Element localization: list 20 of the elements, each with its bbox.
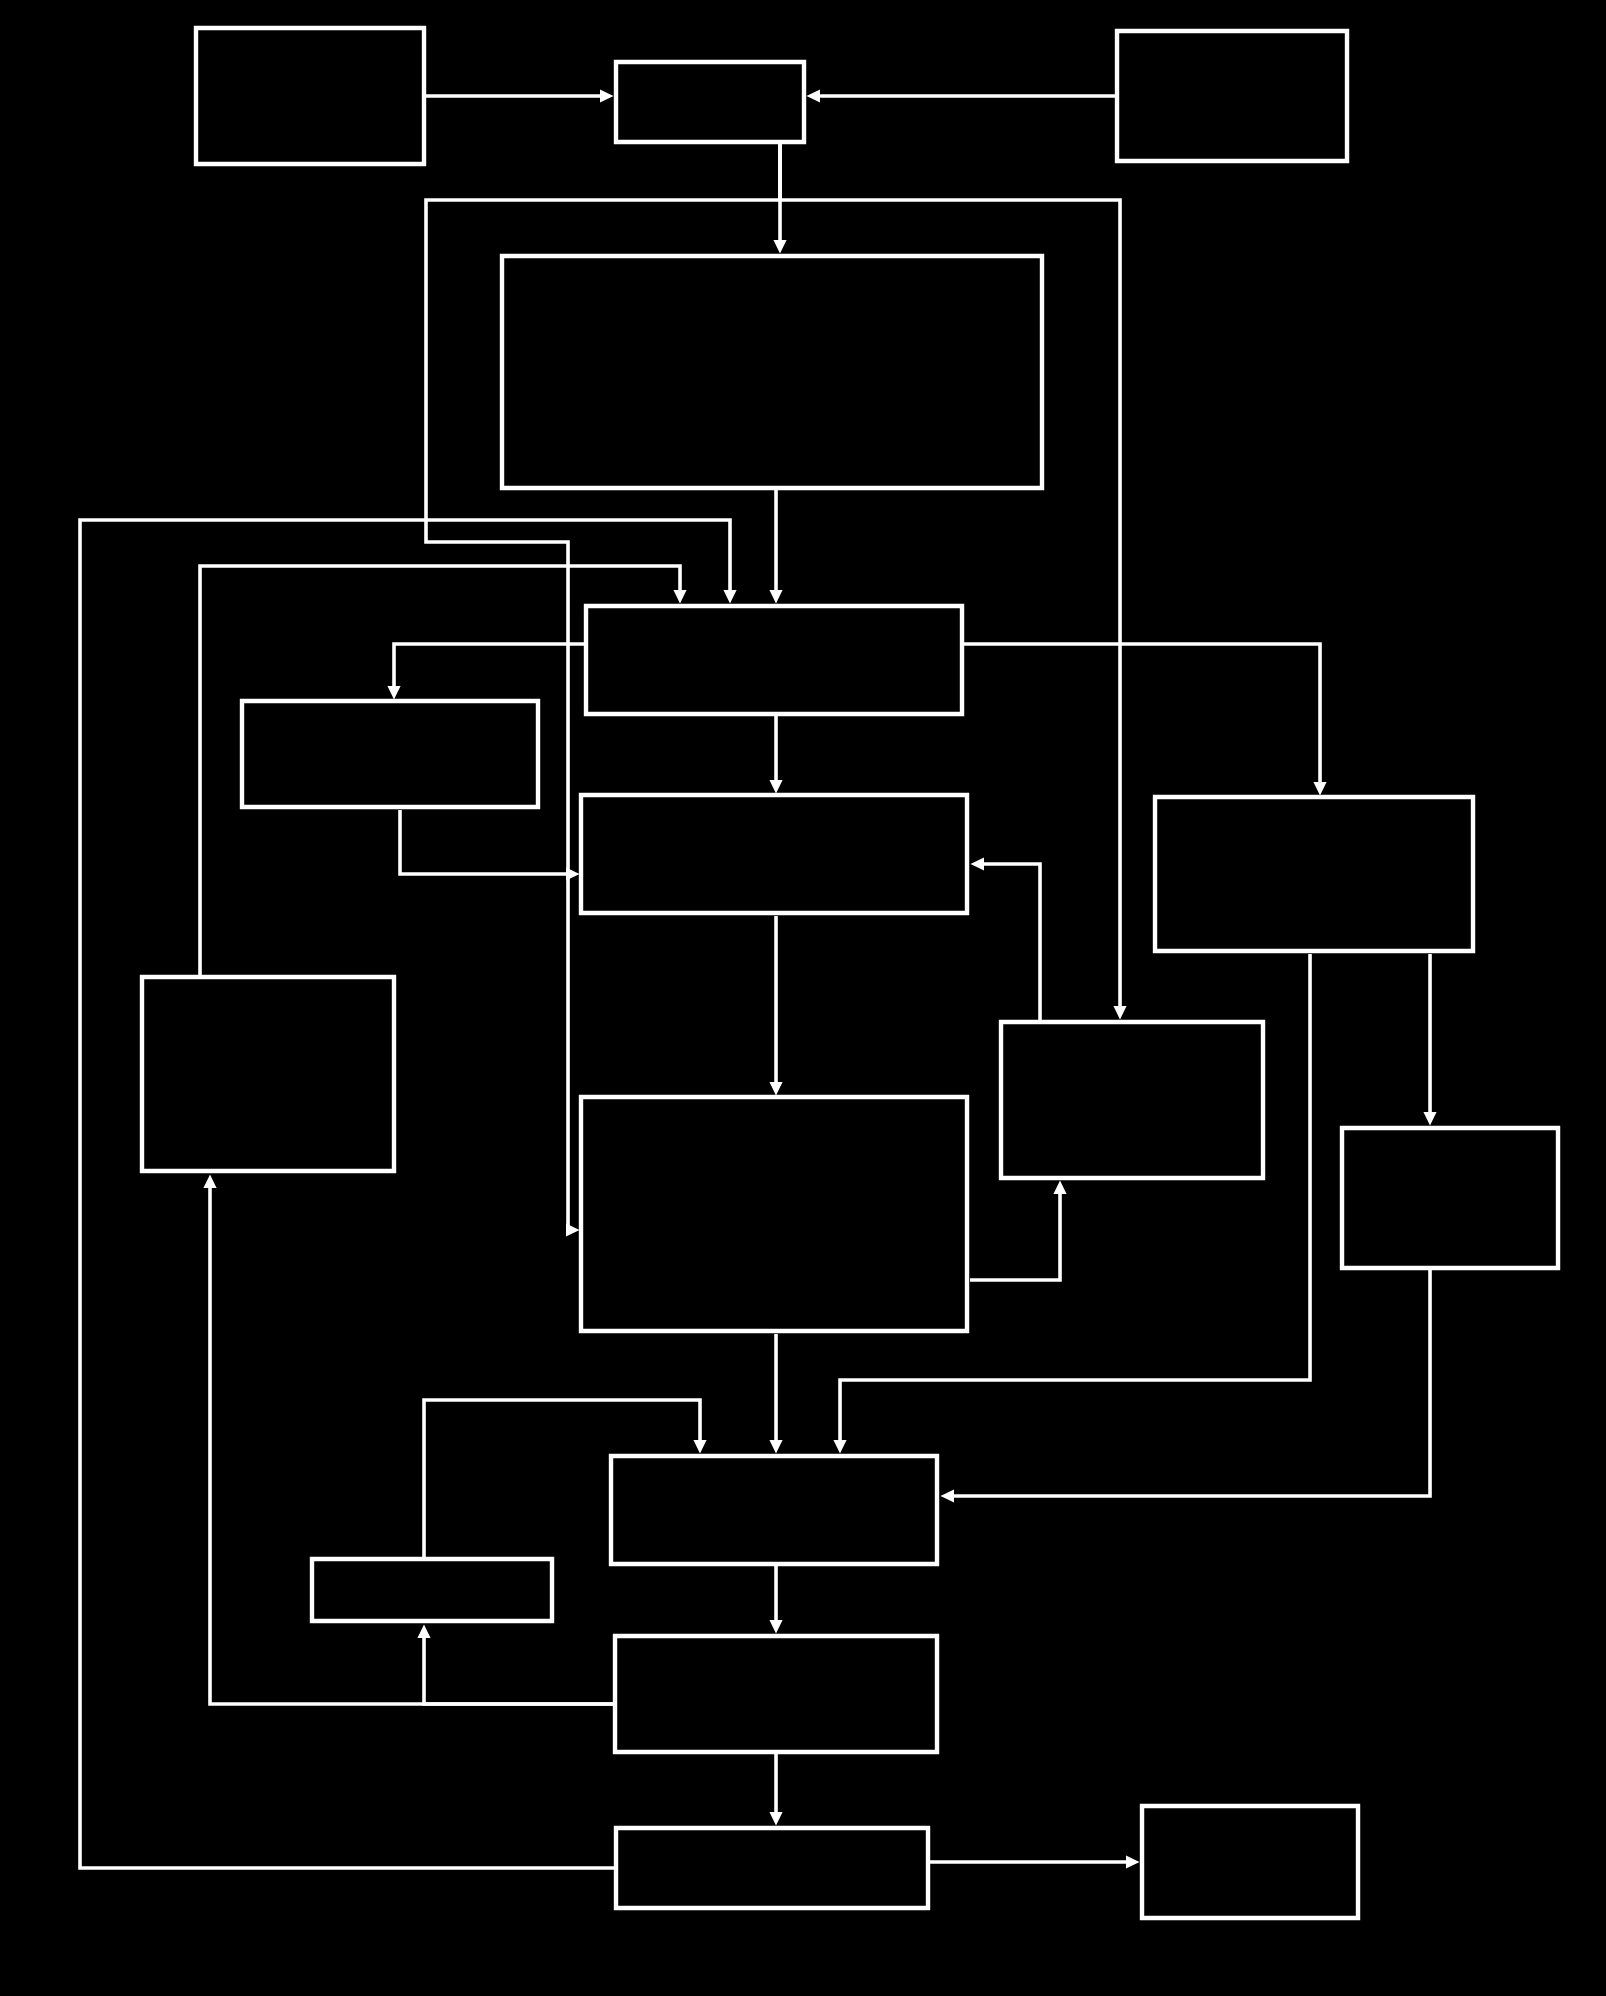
process-box — [998, 1019, 1266, 1181]
arrow — [78, 518, 737, 1870]
process-box — [1152, 794, 1476, 954]
process-box — [1114, 28, 1350, 164]
process-box — [239, 698, 541, 810]
process-box — [193, 25, 427, 167]
process-box — [139, 974, 397, 1174]
process-box — [1139, 1803, 1361, 1921]
process-box — [578, 792, 970, 916]
process-box — [613, 1825, 931, 1911]
process-box — [583, 603, 965, 717]
process-box — [612, 1633, 940, 1755]
process-box — [1339, 1125, 1561, 1271]
process-box — [613, 59, 807, 145]
process-box — [309, 1556, 555, 1624]
arrow — [198, 564, 687, 976]
arrow — [422, 1398, 707, 1558]
process-box — [578, 1094, 970, 1334]
process-box — [499, 253, 1045, 491]
process-box — [608, 1453, 940, 1567]
